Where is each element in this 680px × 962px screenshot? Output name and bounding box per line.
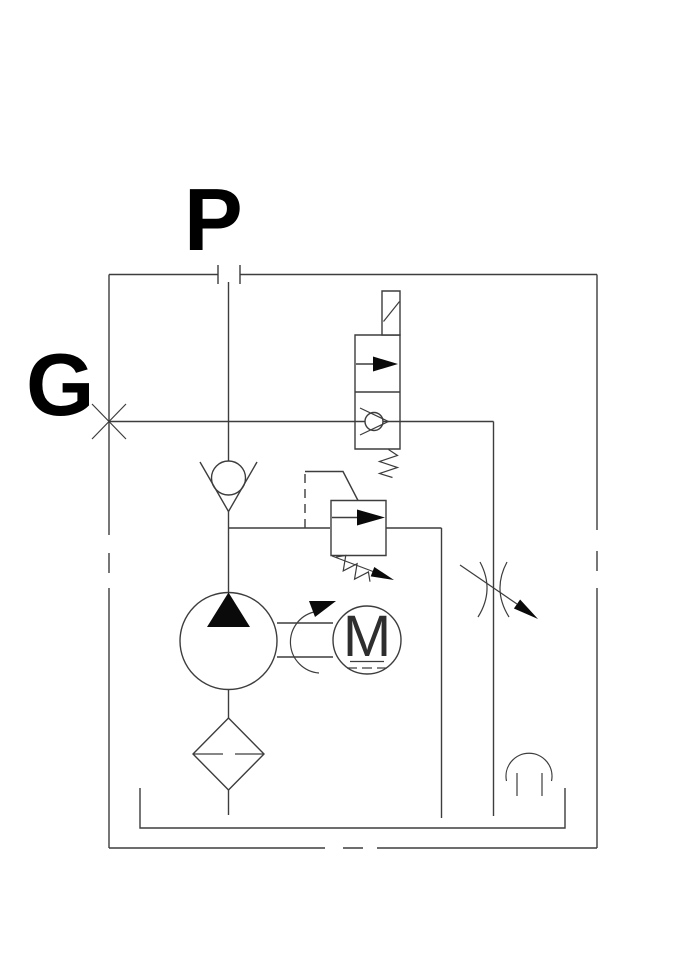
breather-icon	[506, 753, 552, 796]
relief-valve	[331, 501, 394, 588]
open-position-arrow-icon	[356, 356, 398, 372]
port-label-g: G	[26, 335, 95, 434]
valve-spring-icon	[380, 450, 398, 478]
drive-shaft	[277, 623, 333, 657]
solenoid-coil-icon	[382, 291, 400, 335]
throttle-adjust-arrow-icon	[460, 565, 538, 619]
pump-flow-triangle-icon	[207, 592, 250, 627]
relief-branch-line	[229, 528, 442, 818]
check-valve	[200, 461, 257, 512]
relief-pilot-line	[305, 472, 358, 529]
suction-filter	[193, 690, 264, 816]
electric-motor: M	[333, 604, 401, 674]
check-ball	[212, 461, 246, 495]
solenoid-cartridge-valve	[355, 291, 400, 478]
gauge-line	[109, 422, 494, 817]
gear-pump	[180, 593, 277, 690]
adjustable-throttle-valve	[460, 562, 538, 619]
rotation-arrow-icon	[290, 601, 336, 673]
reservoir-tank	[140, 788, 565, 828]
port-label-p: P	[184, 170, 243, 269]
enclosure-boundary	[109, 275, 597, 849]
motor-circle	[333, 606, 401, 674]
relief-flow-arrow-icon	[357, 509, 385, 526]
relief-adjust-arrow-icon	[332, 556, 394, 580]
port-g-plug	[92, 404, 126, 439]
port-p-connection	[218, 265, 240, 284]
motor-letter: M	[343, 604, 391, 669]
relief-valve-body	[331, 501, 386, 556]
closed-position-check-icon	[355, 408, 400, 435]
relief-spring-icon	[332, 551, 374, 587]
